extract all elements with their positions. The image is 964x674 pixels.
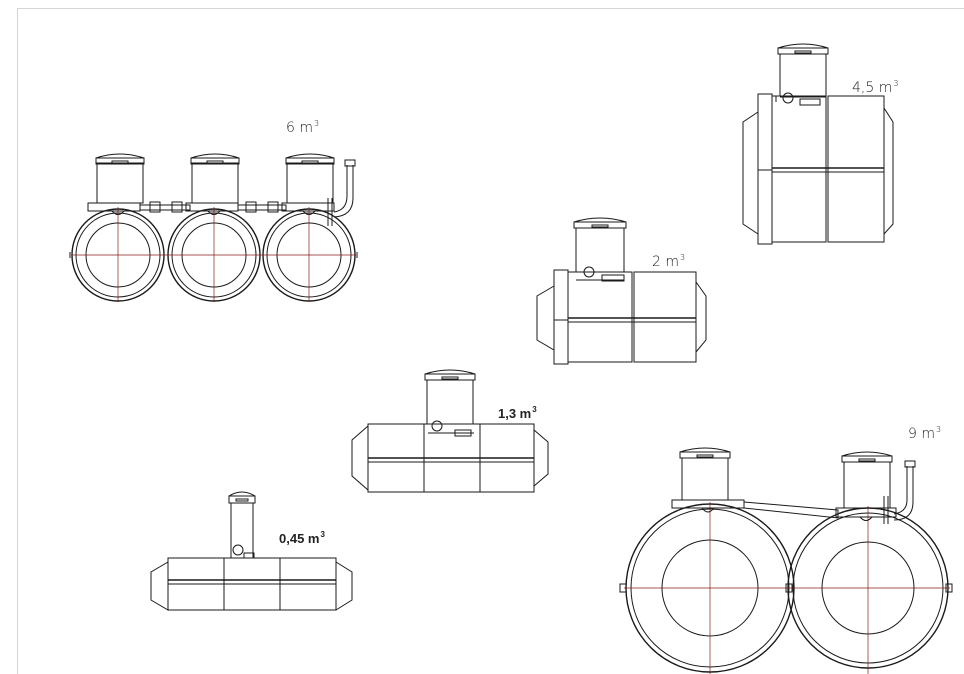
tank-6m3-riser-1 — [95, 153, 145, 215]
tank-9m3-riser-2 — [841, 451, 893, 521]
tank-9m3-centerlines — [624, 502, 950, 674]
tank-6m3-drawing — [69, 153, 358, 302]
tank-6m3-riser-3 — [285, 153, 335, 215]
tank-2m3-label: 2 m3 — [652, 253, 686, 270]
tank-13m3-drawing — [351, 369, 549, 493]
tank-9m3-riser-1 — [679, 447, 731, 513]
tank-9m3-label: 9 m3 — [908, 425, 942, 442]
tank-6m3-label: 6 m3 — [286, 119, 320, 136]
tank-2m3-drawing — [536, 217, 707, 365]
tank-45m3-label: 4,5 m3 — [852, 79, 899, 96]
tank-045m3-drawing — [150, 491, 353, 611]
frame-left-border — [17, 8, 18, 674]
tank-45m3-drawing — [742, 43, 894, 245]
tank-6m3-centerlines — [72, 207, 356, 302]
tank-9m3-drawing — [619, 447, 953, 674]
tank-045m3-label: 0,45 m3 — [279, 530, 325, 546]
tank-13m3-label: 1,3 m3 — [498, 405, 537, 421]
tank-6m3-riser-2 — [190, 153, 240, 215]
frame-top-border — [17, 8, 964, 9]
